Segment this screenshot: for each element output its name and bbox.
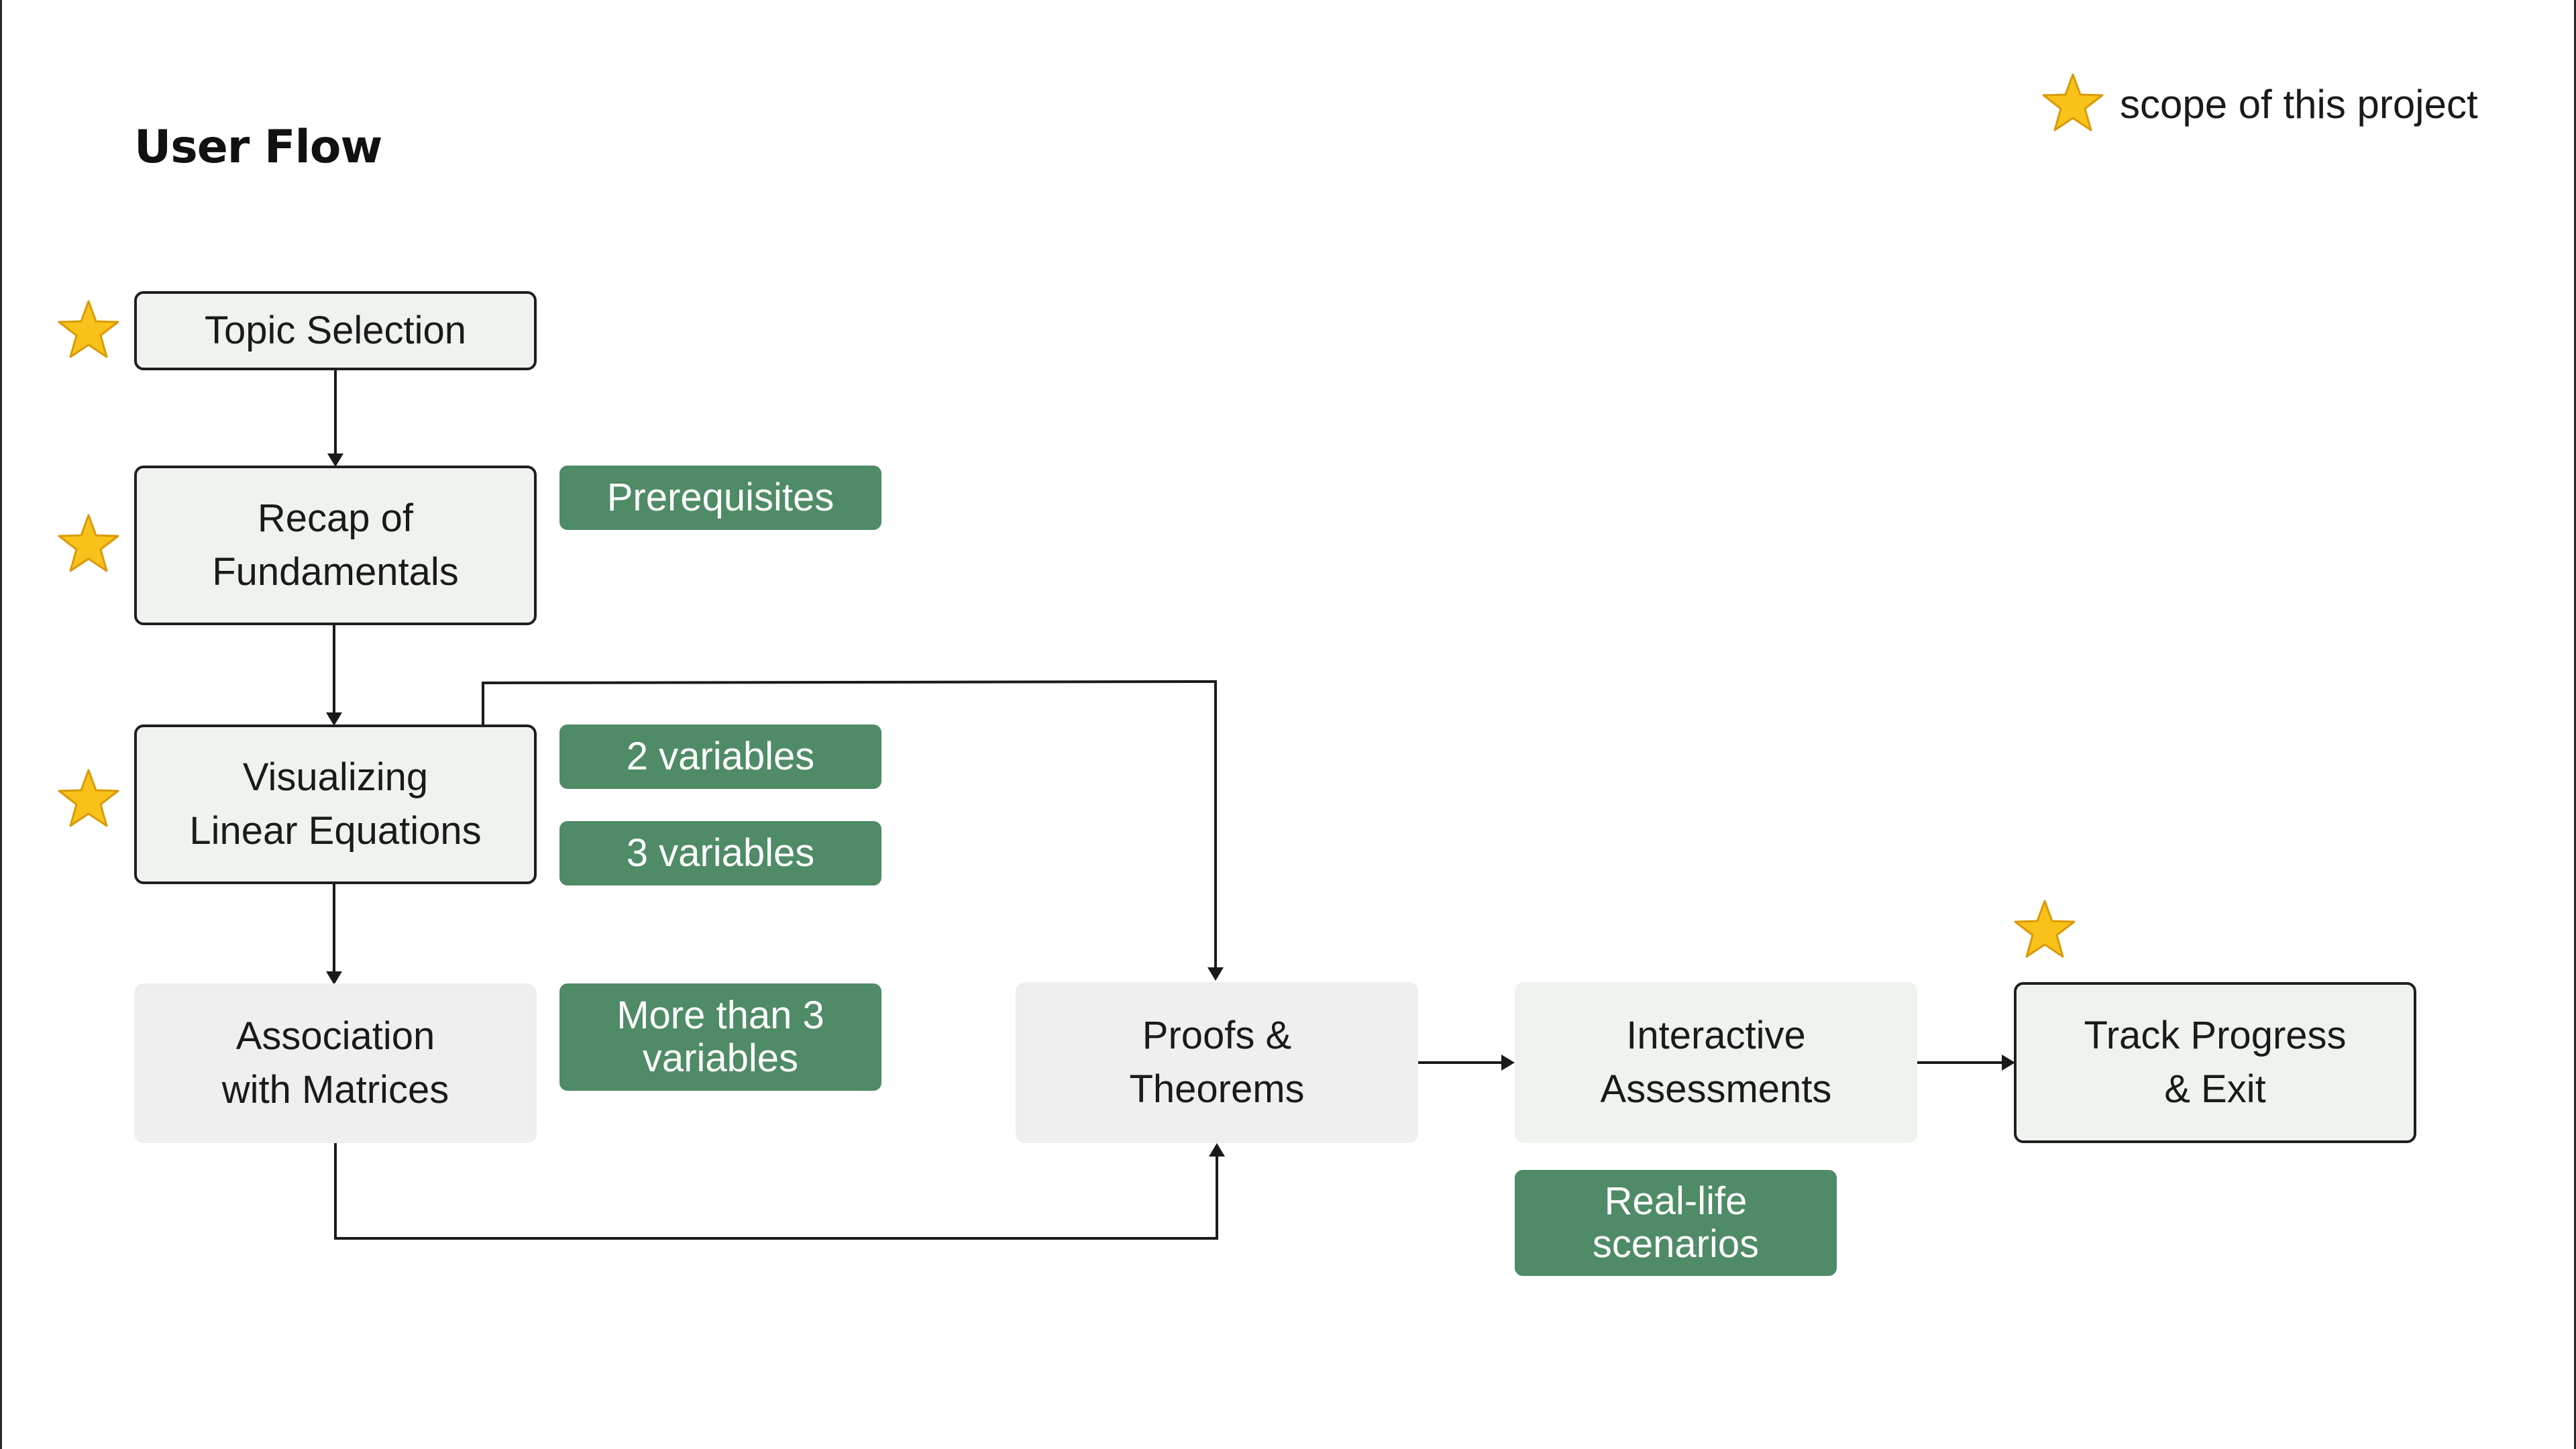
tag-prerequisites: Prerequisites — [559, 466, 881, 530]
tag-real-life-scenarios: Real-life scenarios — [1515, 1170, 1837, 1276]
arrowhead — [326, 712, 342, 726]
arrowhead — [1208, 967, 1224, 981]
tag-two-variables: 2 variables — [559, 724, 881, 789]
arrowhead — [2002, 1055, 2015, 1071]
tag-more-than-three-variables: More than 3 variables — [559, 983, 881, 1091]
node-recap-of-fundamentals: Recap of Fundamentals — [134, 466, 537, 625]
star-icon — [2039, 70, 2106, 138]
star-icon — [55, 511, 122, 578]
frame-right-edge — [2574, 0, 2576, 1449]
node-visualizing-linear-equations: Visualizing Linear Equations — [134, 724, 537, 884]
arrowhead — [327, 453, 343, 467]
legend-label: scope of this project — [2120, 81, 2478, 127]
node-topic-selection: Topic Selection — [134, 291, 537, 370]
arrowhead — [326, 971, 342, 985]
frame-left-edge — [0, 0, 2, 1449]
node-association-with-matrices: Association with Matrices — [134, 983, 537, 1143]
tag-three-variables: 3 variables — [559, 821, 881, 885]
arrowhead — [1209, 1143, 1225, 1157]
node-proofs-and-theorems: Proofs & Theorems — [1016, 982, 1418, 1143]
star-icon — [55, 766, 122, 833]
star-icon — [55, 297, 122, 364]
legend: scope of this project — [2039, 67, 2478, 141]
node-track-progress-and-exit: Track Progress & Exit — [2014, 982, 2416, 1143]
star-icon — [2011, 897, 2078, 964]
connector-visualizing-to-proofs — [482, 680, 1217, 967]
page-title: User Flow — [134, 121, 382, 174]
arrowhead — [1501, 1055, 1515, 1071]
connector-association-to-proofs — [334, 1143, 1218, 1240]
node-interactive-assessments: Interactive Assessments — [1515, 982, 1917, 1143]
